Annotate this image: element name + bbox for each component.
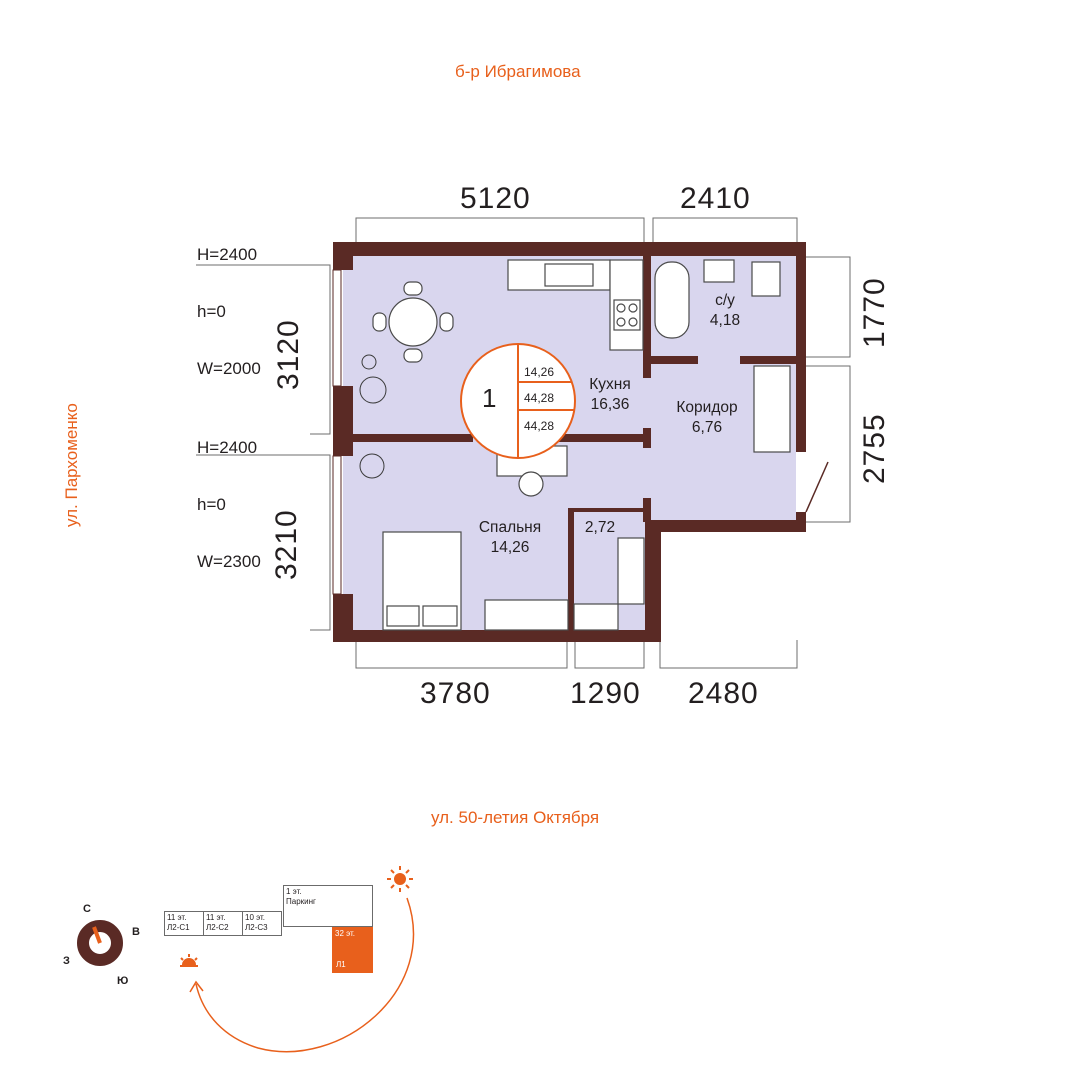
room-name: Спальня: [478, 519, 542, 536]
street-south: ул. 50-летия Октября: [431, 808, 600, 827]
badge-total-area: 44,28: [524, 391, 555, 405]
room-area: 2,72: [584, 519, 616, 536]
dim-bottom-right: 2480: [688, 677, 759, 710]
room-area: 4,18: [709, 312, 741, 329]
dim-bottom-middle: 1290: [570, 677, 641, 710]
street-north: б-р Ибрагимова: [455, 62, 581, 81]
window-spec-bedroom: H=2400 h=0 W=2300: [197, 400, 261, 590]
dim-left-top: 3120: [272, 319, 305, 390]
room-name: Коридор: [676, 399, 738, 416]
building-current: 32 эт. Л1: [332, 927, 373, 973]
room-corridor: Коридор 6,76: [662, 398, 752, 438]
window-spec-kitchen: H=2400 h=0 W=2000: [197, 207, 261, 397]
dim-right-bottom: 2755: [858, 413, 891, 484]
building-l2-c1: 11 эт. Л2-С1: [164, 911, 204, 936]
dim-top-right: 2410: [680, 182, 751, 215]
room-area: 16,36: [590, 396, 630, 413]
compass-west: З: [63, 955, 70, 967]
compass-south: Ю: [117, 975, 129, 987]
room-name: Кухня: [589, 376, 631, 393]
building-l2-c3: 10 эт. Л2-С3: [242, 911, 282, 936]
badge-total-area-2: 44,28: [524, 419, 555, 433]
room-bedroom: Спальня 14,26: [465, 518, 555, 558]
room-kitchen: Кухня 16,36: [575, 375, 645, 415]
room-storage: 2,72: [578, 518, 622, 538]
room-name: с/у: [715, 292, 735, 309]
window-width: W=2000: [197, 359, 261, 378]
building-l2-c2: 11 эт. Л2-С2: [203, 911, 243, 936]
dim-bottom-left: 3780: [420, 677, 491, 710]
window-width: W=2300: [197, 552, 261, 571]
compass-east: В: [132, 926, 140, 938]
room-area: 6,76: [691, 419, 723, 436]
dim-right-top: 1770: [858, 277, 891, 348]
window-height: H=2400: [197, 245, 258, 264]
window-sill: h=0: [197, 302, 226, 321]
building-parking: 1 эт. Паркинг: [283, 885, 373, 927]
dim-top-left: 5120: [460, 182, 531, 215]
badge-rooms-count: 1: [482, 383, 497, 413]
compass-north: С: [83, 903, 91, 915]
room-area: 14,26: [490, 539, 530, 556]
window-height: H=2400: [197, 438, 258, 457]
dim-left-bottom: 3210: [270, 509, 303, 580]
room-bathroom: с/у 4,18: [695, 291, 755, 331]
badge-living-area: 14,26: [524, 365, 555, 379]
window-sill: h=0: [197, 495, 226, 514]
